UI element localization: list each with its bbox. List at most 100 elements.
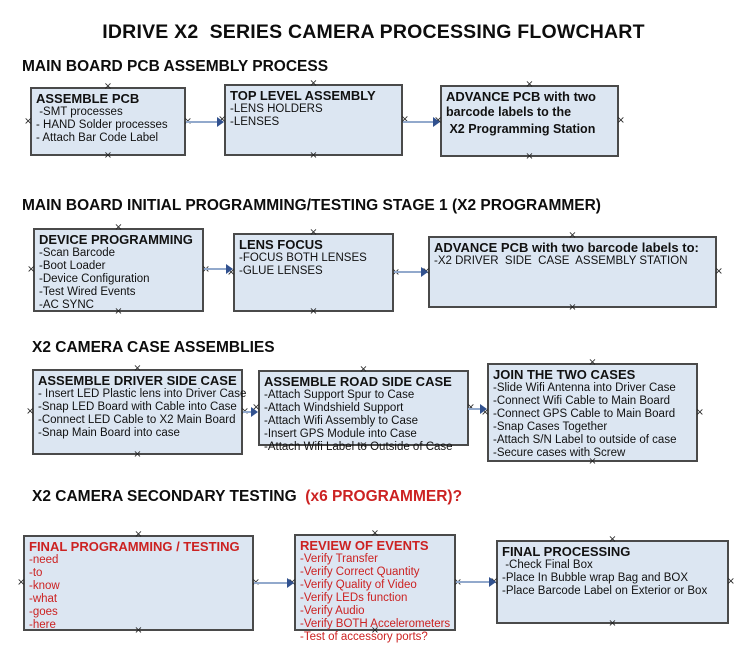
flow-box-title: FINAL PROCESSING bbox=[502, 544, 631, 559]
section-header-secondary-testing: X2 CAMERA SECONDARY TESTING (x6 PROGRAMM… bbox=[32, 488, 462, 506]
flow-box-items: -need-to-know-what-goes-here bbox=[29, 554, 248, 632]
connector-arrow bbox=[254, 578, 294, 588]
flow-box-items: -Slide Wifi Antenna into Driver Case-Con… bbox=[493, 382, 692, 460]
connection-point-marker: × bbox=[309, 306, 318, 317]
connection-point-marker: × bbox=[525, 151, 534, 162]
flow-box-final-processing[interactable]: FINAL PROCESSING -Check Final Box-Place … bbox=[490, 535, 735, 629]
connection-point-marker: × bbox=[726, 576, 735, 587]
flow-box-item: -Slide Wifi Antenna into Driver Case bbox=[493, 382, 676, 394]
connection-point-marker: × bbox=[133, 449, 142, 460]
flow-box-final-programming-testing[interactable]: FINAL PROGRAMMING / TESTING -need-to-kno… bbox=[17, 530, 260, 636]
flow-box-item: -to bbox=[29, 567, 43, 579]
flow-box-item: -here bbox=[29, 619, 56, 631]
flow-box-item: barcode labels to the bbox=[446, 105, 572, 119]
flow-box-title: DEVICE PROGRAMMING bbox=[39, 232, 193, 247]
flow-box-title: FINAL PROGRAMMING / TESTING bbox=[29, 539, 240, 554]
flow-box-items: -Verify Transfer-Verify Correct Quantity… bbox=[300, 553, 450, 644]
flow-box-assemble-road-side-case[interactable]: ASSEMBLE ROAD SIDE CASE -Attach Support … bbox=[252, 365, 475, 454]
connector-arrow bbox=[456, 577, 496, 587]
flow-box-item: -know bbox=[29, 580, 60, 592]
flow-box-assemble-driver-side-case[interactable]: ASSEMBLE DRIVER SIDE CASE - Insert LED P… bbox=[26, 364, 249, 460]
flow-box-item: - HAND Solder processes bbox=[36, 119, 168, 131]
connector-arrow bbox=[186, 117, 224, 127]
flow-box-item: -FOCUS BOTH LENSES bbox=[239, 252, 367, 264]
flow-box-item: -Verify BOTH Accelerometers bbox=[300, 618, 451, 630]
connection-point-marker: × bbox=[309, 150, 318, 161]
flow-box-item: -Attach Support Spur to Case bbox=[264, 389, 415, 401]
section-header-red-part: (x6 PROGRAMMER)? bbox=[301, 488, 463, 505]
flow-box-title: JOIN THE TWO CASES bbox=[493, 367, 636, 382]
flow-box-item: -LENS HOLDERS bbox=[230, 103, 323, 115]
flow-box-item: -Device Configuration bbox=[39, 273, 150, 285]
section-header-pcb-assembly: MAIN BOARD PCB ASSEMBLY PROCESS bbox=[22, 58, 329, 75]
section-header-case-assemblies: X2 CAMERA CASE ASSEMBLIES bbox=[32, 339, 275, 356]
flow-box-item: - Insert LED Plastic lens into Driver Ca… bbox=[38, 388, 247, 400]
page-title: IDRIVE X2 SERIES CAMERA PROCESSING FLOWC… bbox=[102, 21, 645, 43]
flow-box-item: -Attach Wifi Label to Outside of Case bbox=[264, 441, 453, 453]
connection-point-marker: × bbox=[400, 114, 409, 125]
connector-arrow bbox=[468, 404, 487, 414]
flow-box-device-programming[interactable]: DEVICE PROGRAMMING -Scan Barcode-Boot Lo… bbox=[27, 223, 210, 317]
flow-box-items: -Scan Barcode-Boot Loader-Device Configu… bbox=[39, 247, 198, 312]
connection-point-marker: × bbox=[616, 115, 625, 126]
flow-box-items: barcode labels to the X2 Programming Sta… bbox=[446, 104, 613, 138]
flow-box-item: -Place Barcode Label on Exterior or Box bbox=[502, 585, 708, 597]
flow-box-lens-focus[interactable]: LENS FOCUS -FOCUS BOTH LENSES-GLUE LENSE… bbox=[227, 228, 400, 317]
flow-box-item: -Test Wired Events bbox=[39, 286, 136, 298]
flow-box-item: -Verify Audio bbox=[300, 605, 365, 617]
flow-box-item: -Attach S/N Label to outside of case bbox=[493, 434, 677, 446]
flow-box-item: -Boot Loader bbox=[39, 260, 106, 272]
flow-box-item: -Test of accessory ports? bbox=[300, 631, 428, 643]
flow-box-item: -need bbox=[29, 554, 59, 566]
connection-point-marker: × bbox=[24, 115, 33, 127]
flow-box-item: -Check Final Box bbox=[502, 559, 593, 571]
flow-box-advance-pcb-driver-side[interactable]: ADVANCE PCB with two barcode labels to: … bbox=[422, 231, 723, 313]
flow-box-item: -Secure cases with Screw bbox=[493, 447, 626, 459]
flow-box-item: -X2 DRIVER SIDE CASE ASSEMBLY STATION bbox=[434, 255, 688, 267]
flow-box-review-of-events[interactable]: REVIEW OF EVENTS -Verify Transfer-Verify… bbox=[288, 529, 462, 644]
flow-box-item: -what bbox=[29, 593, 58, 605]
flow-box-assemble-pcb[interactable]: ASSEMBLE PCB -SMT processes- HAND Solder… bbox=[24, 82, 192, 161]
section-header-initial-programming: MAIN BOARD INITIAL PROGRAMMING/TESTING S… bbox=[22, 197, 601, 214]
flow-box-item: -Verify LEDs function bbox=[300, 592, 408, 604]
flow-box-item: -Snap LED Board with Cable into Case bbox=[38, 401, 237, 413]
flow-box-title: ASSEMBLE PCB bbox=[36, 91, 140, 106]
flow-box-item: -Connect Wifi Cable to Main Board bbox=[493, 395, 671, 407]
flow-box-item: -AC SYNC bbox=[39, 299, 94, 311]
flow-box-item: -GLUE LENSES bbox=[239, 265, 323, 277]
flow-box-items: -Check Final Box-Place In Bubble wrap Ba… bbox=[502, 559, 723, 598]
flow-box-item: -Scan Barcode bbox=[39, 247, 116, 259]
flow-box-item: -Insert GPS Module into Case bbox=[264, 428, 417, 440]
connector-arrow bbox=[394, 267, 428, 277]
flow-box-item: -goes bbox=[29, 606, 58, 618]
flow-box-title: REVIEW OF EVENTS bbox=[300, 538, 429, 553]
flow-box-title: ADVANCE PCB with two barcode labels to: bbox=[434, 240, 699, 255]
flow-box-item: - Attach Bar Code Label bbox=[36, 132, 159, 144]
flow-box-item: -Snap Cases Together bbox=[493, 421, 608, 433]
flow-box-top-level-assembly[interactable]: TOP LEVEL ASSEMBLY -LENS HOLDERS-LENSES … bbox=[218, 79, 409, 161]
connection-point-marker: × bbox=[103, 150, 113, 161]
flow-box-title: LENS FOCUS bbox=[239, 237, 323, 252]
connection-point-marker: × bbox=[202, 265, 210, 275]
flow-box-item: -LENSES bbox=[230, 116, 280, 128]
section-header-black-part: X2 CAMERA SECONDARY TESTING bbox=[32, 488, 301, 505]
connection-point-marker: × bbox=[568, 302, 577, 313]
flow-box-item: -Verify Transfer bbox=[300, 553, 378, 565]
flow-box-items: -SMT processes- HAND Solder processes- A… bbox=[36, 106, 180, 145]
flow-box-items: -FOCUS BOTH LENSES-GLUE LENSES bbox=[239, 252, 388, 278]
connection-point-marker: × bbox=[714, 266, 723, 277]
flow-box-advance-pcb-programming-station[interactable]: ADVANCE PCB with two barcode labels to t… bbox=[434, 80, 625, 162]
connection-point-marker: × bbox=[608, 618, 617, 629]
flow-box-item: -Verify Correct Quantity bbox=[300, 566, 420, 578]
connection-point-marker: × bbox=[695, 406, 704, 418]
flow-box-item: -SMT processes bbox=[36, 106, 123, 118]
flow-box-join-the-two-cases[interactable]: JOIN THE TWO CASES -Slide Wifi Antenna i… bbox=[481, 358, 704, 467]
flow-box-title: TOP LEVEL ASSEMBLY bbox=[230, 88, 376, 103]
connection-point-marker: × bbox=[26, 406, 35, 417]
flow-box-title: ADVANCE PCB with two bbox=[446, 89, 596, 104]
flow-box-item: -Verify Quality of Video bbox=[300, 579, 417, 591]
flow-box-title: ASSEMBLE DRIVER SIDE CASE bbox=[38, 373, 237, 388]
connector-arrow bbox=[204, 264, 233, 274]
flow-box-title: ASSEMBLE ROAD SIDE CASE bbox=[264, 374, 452, 389]
